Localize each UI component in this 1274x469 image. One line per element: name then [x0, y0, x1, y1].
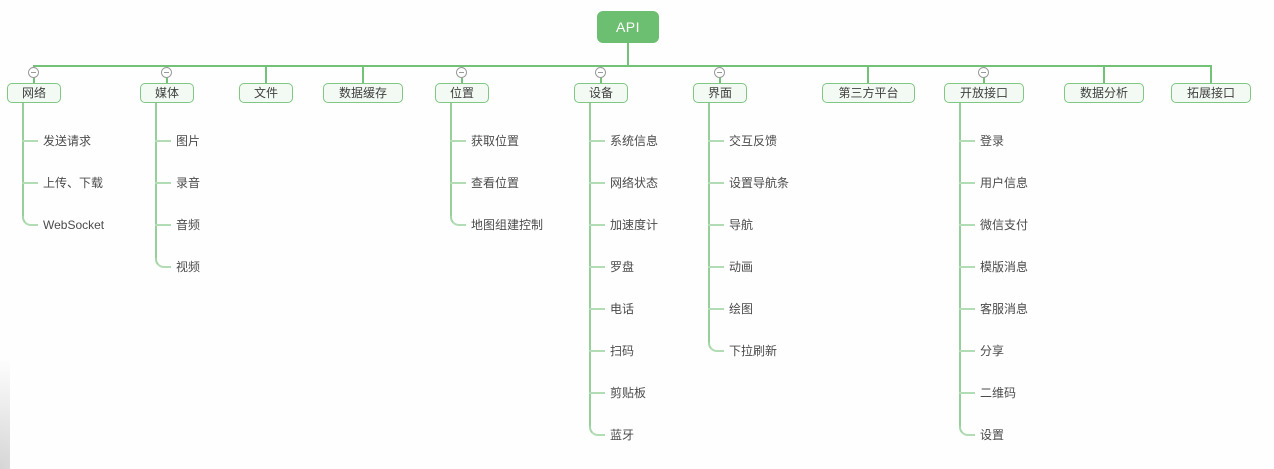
category-node-6[interactable]: 界面 [693, 83, 747, 103]
connector-child-tick [450, 182, 466, 184]
connector-spine [34, 65, 1211, 67]
child-node[interactable]: 查看位置 [471, 176, 520, 190]
child-node[interactable]: 电话 [610, 302, 635, 316]
child-node[interactable]: 客服消息 [980, 302, 1029, 316]
connector-child-tick [155, 182, 171, 184]
connector-branch-trunk [450, 103, 452, 216]
connector-child-tick [589, 350, 605, 352]
connector-branch-trunk [22, 103, 24, 216]
left-edge-shadow [0, 360, 10, 469]
child-node[interactable]: 微信支付 [980, 218, 1029, 232]
connector-branch-trunk [589, 103, 591, 426]
connector-category-drop [1210, 65, 1212, 83]
child-node[interactable]: 蓝牙 [610, 428, 635, 442]
collapse-minus-icon[interactable] [595, 67, 606, 78]
connector-child-tick [450, 140, 466, 142]
collapse-minus-icon[interactable] [978, 67, 989, 78]
child-node[interactable]: 上传、下载 [43, 176, 104, 190]
category-node-2[interactable]: 文件 [239, 83, 293, 103]
child-node[interactable]: 网络状态 [610, 176, 659, 190]
child-node[interactable]: 二维码 [980, 386, 1017, 400]
child-node[interactable]: 获取位置 [471, 134, 520, 148]
connector-child-tick [959, 266, 975, 268]
child-node[interactable]: 扫码 [610, 344, 635, 358]
connector-child-tick [155, 224, 171, 226]
child-node[interactable]: 动画 [729, 260, 754, 274]
connector-child-tick [589, 392, 605, 394]
connector-child-tick [959, 392, 975, 394]
connector-branch-elbow [589, 426, 605, 436]
child-node[interactable]: 图片 [176, 134, 201, 148]
category-node-1[interactable]: 媒体 [140, 83, 194, 103]
category-node-4[interactable]: 位置 [435, 83, 489, 103]
collapse-minus-icon[interactable] [714, 67, 725, 78]
child-node[interactable]: WebSocket [43, 218, 105, 232]
connector-branch-elbow [708, 342, 724, 352]
connector-branch-trunk [155, 103, 157, 258]
child-node[interactable]: 设置导航条 [729, 176, 790, 190]
connector-child-tick [959, 350, 975, 352]
connector-category-drop [362, 65, 364, 83]
connector-child-tick [589, 266, 605, 268]
child-node[interactable]: 系统信息 [610, 134, 659, 148]
connector-child-tick [959, 224, 975, 226]
child-node[interactable]: 剪贴板 [610, 386, 647, 400]
connector-child-tick [708, 224, 724, 226]
child-node[interactable]: 视频 [176, 260, 201, 274]
category-node-7[interactable]: 第三方平台 [822, 83, 915, 103]
connector-category-drop [265, 65, 267, 83]
connector-category-drop [1103, 65, 1105, 83]
connector-child-tick [22, 140, 38, 142]
child-node[interactable]: 录音 [176, 176, 201, 190]
category-node-9[interactable]: 数据分析 [1064, 83, 1144, 103]
connector-child-tick [708, 266, 724, 268]
connector-child-tick [959, 182, 975, 184]
child-node[interactable]: 地图组建控制 [471, 218, 544, 232]
connector-child-tick [155, 140, 171, 142]
child-node[interactable]: 模版消息 [980, 260, 1029, 274]
collapse-minus-icon[interactable] [161, 67, 172, 78]
connector-branch-elbow [22, 216, 38, 226]
connector-child-tick [22, 182, 38, 184]
connector-child-tick [708, 182, 724, 184]
connector-child-tick [589, 224, 605, 226]
connector-child-tick [708, 140, 724, 142]
collapse-minus-icon[interactable] [28, 67, 39, 78]
category-node-0[interactable]: 网络 [7, 83, 61, 103]
category-node-8[interactable]: 开放接口 [944, 83, 1024, 103]
connector-child-tick [959, 308, 975, 310]
connector-child-tick [959, 140, 975, 142]
child-node[interactable]: 加速度计 [610, 218, 659, 232]
connector-category-drop [867, 65, 869, 83]
connector-child-tick [589, 182, 605, 184]
child-node[interactable]: 音频 [176, 218, 201, 232]
connector-branch-trunk [959, 103, 961, 426]
category-node-10[interactable]: 拓展接口 [1171, 83, 1251, 103]
child-node[interactable]: 分享 [980, 344, 1005, 358]
child-node[interactable]: 用户信息 [980, 176, 1029, 190]
child-node[interactable]: 绘图 [729, 302, 754, 316]
root-node[interactable]: API [597, 11, 659, 43]
connector-child-tick [589, 140, 605, 142]
connector-child-tick [708, 308, 724, 310]
child-node[interactable]: 罗盘 [610, 260, 635, 274]
child-node[interactable]: 发送请求 [43, 134, 92, 148]
connector-branch-elbow [155, 258, 171, 268]
child-node[interactable]: 下拉刷新 [729, 344, 778, 358]
connector-branch-elbow [450, 216, 466, 226]
child-node[interactable]: 登录 [980, 134, 1005, 148]
connector-root-drop [627, 43, 629, 67]
child-node[interactable]: 交互反馈 [729, 134, 778, 148]
collapse-minus-icon[interactable] [456, 67, 467, 78]
child-node[interactable]: 设置 [980, 428, 1005, 442]
connector-branch-trunk [708, 103, 710, 342]
connector-child-tick [589, 308, 605, 310]
category-node-5[interactable]: 设备 [574, 83, 628, 103]
child-node[interactable]: 导航 [729, 218, 754, 232]
connector-branch-elbow [959, 426, 975, 436]
category-node-3[interactable]: 数据缓存 [323, 83, 403, 103]
